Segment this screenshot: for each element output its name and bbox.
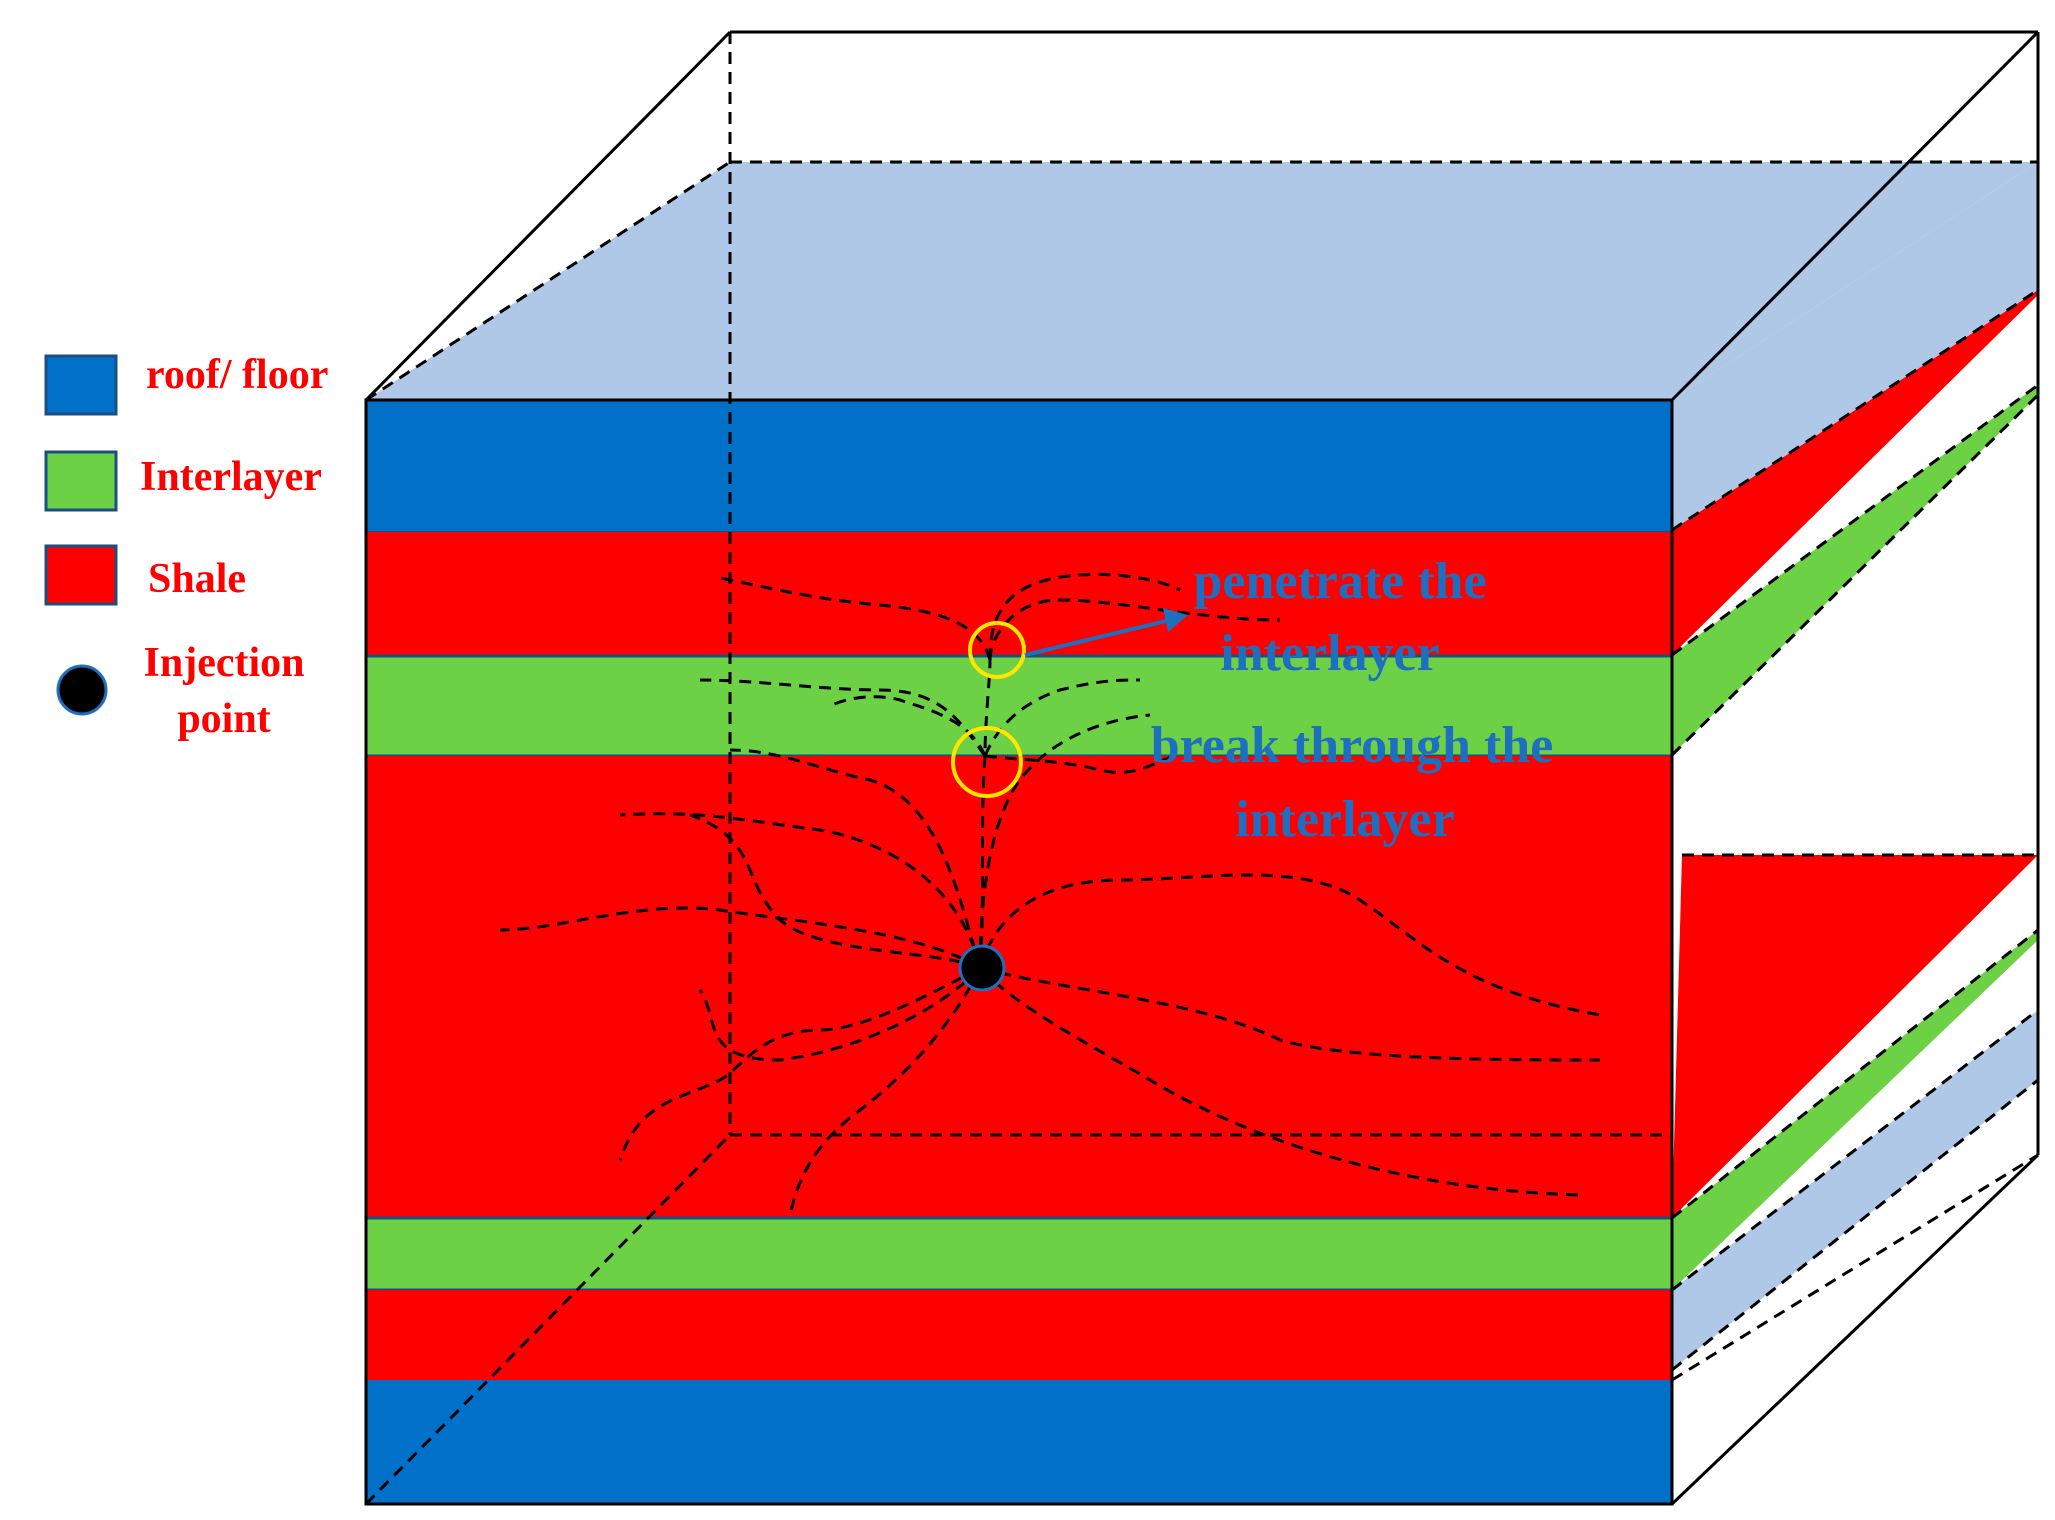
fracture-path xyxy=(618,966,981,1161)
penetrate-annotation-line1: penetrate the xyxy=(1193,553,1486,610)
break-annotation-line1: break through the xyxy=(1151,717,1554,774)
front-roof-layer xyxy=(365,399,1673,533)
right-interlayer-plane-lower xyxy=(1672,930,2038,1290)
legend-swatch-shale xyxy=(44,544,118,606)
hidden-edge-roof-left xyxy=(365,160,731,402)
front-interlayer-1 xyxy=(364,654,1674,758)
fracture-network xyxy=(499,572,1601,1216)
hidden-edge-right-8 xyxy=(1671,1153,2039,1382)
legend-swatch-roof-floor xyxy=(44,354,118,416)
fracture-path xyxy=(729,748,982,969)
fracture-path xyxy=(978,873,1601,1017)
legend-label-injection-line2: point xyxy=(177,696,270,742)
hidden-edge-right-1 xyxy=(1671,288,2039,532)
legend-label-roof-floor: roof/ floor xyxy=(146,352,328,398)
fracture-path xyxy=(983,678,1141,757)
right-shale-plane-upper xyxy=(1672,290,2038,655)
fracture-path xyxy=(979,966,1601,1062)
penetration-marker-circle xyxy=(968,621,1026,679)
hidden-edge-bottom-left xyxy=(364,1133,732,1506)
fracture-path xyxy=(978,966,1581,1197)
front-shale-layer-2 xyxy=(366,756,1672,1218)
fracture-path xyxy=(619,812,982,969)
fracture-path xyxy=(788,967,982,1216)
right-floor-lower xyxy=(1672,1080,2038,1380)
fracture-path xyxy=(988,598,1281,661)
injection-point xyxy=(958,944,1006,992)
legend-injection-dot xyxy=(56,664,108,716)
front-interlayer-2 xyxy=(364,1216,1674,1292)
fracture-path xyxy=(988,572,1181,661)
hidden-edge-right-6 xyxy=(1671,1008,2039,1292)
legend: roof/ floor Interlayer Shale Injection p… xyxy=(44,352,328,742)
hidden-edge-right-2 xyxy=(1671,383,2039,657)
legend-swatch-interlayer xyxy=(44,450,118,512)
breakthrough-marker-circle xyxy=(951,726,1023,798)
penetrate-arrow xyxy=(1024,618,1171,657)
edge-bottom-right xyxy=(1670,1153,2040,1506)
legend-label-injection-line1: Injection xyxy=(144,640,305,686)
hidden-edge-right-5 xyxy=(1671,928,2039,1220)
legend-label-shale: Shale xyxy=(148,556,246,602)
edge-top-right xyxy=(1670,30,2040,402)
hidden-edge-right-3 xyxy=(1670,393,2040,757)
fracture-path xyxy=(689,813,981,970)
front-shale-layer-3 xyxy=(366,1290,1672,1380)
front-floor-layer xyxy=(366,1380,1672,1504)
legend-label-interlayer: Interlayer xyxy=(140,454,322,500)
right-floor-plane xyxy=(1672,1010,2038,1370)
break-annotation-line2: interlayer xyxy=(1235,791,1454,848)
fracture-path xyxy=(499,906,981,970)
right-shale-plane-lower xyxy=(1672,855,2038,1218)
edge-top-left xyxy=(364,30,732,402)
fracture-path xyxy=(719,576,992,661)
top-roof-plane xyxy=(366,162,2038,400)
fracture-path xyxy=(984,754,1181,774)
fracture-path xyxy=(698,966,982,1062)
fracture-path xyxy=(699,678,987,757)
hidden-edge-right-7 xyxy=(1671,1078,2039,1372)
right-roof-side xyxy=(1672,162,2038,530)
right-interlayer-plane-upper xyxy=(1672,385,2038,755)
penetrate-annotation-line2: interlayer xyxy=(1220,625,1439,682)
penetrate-arrow-head xyxy=(1163,608,1188,632)
